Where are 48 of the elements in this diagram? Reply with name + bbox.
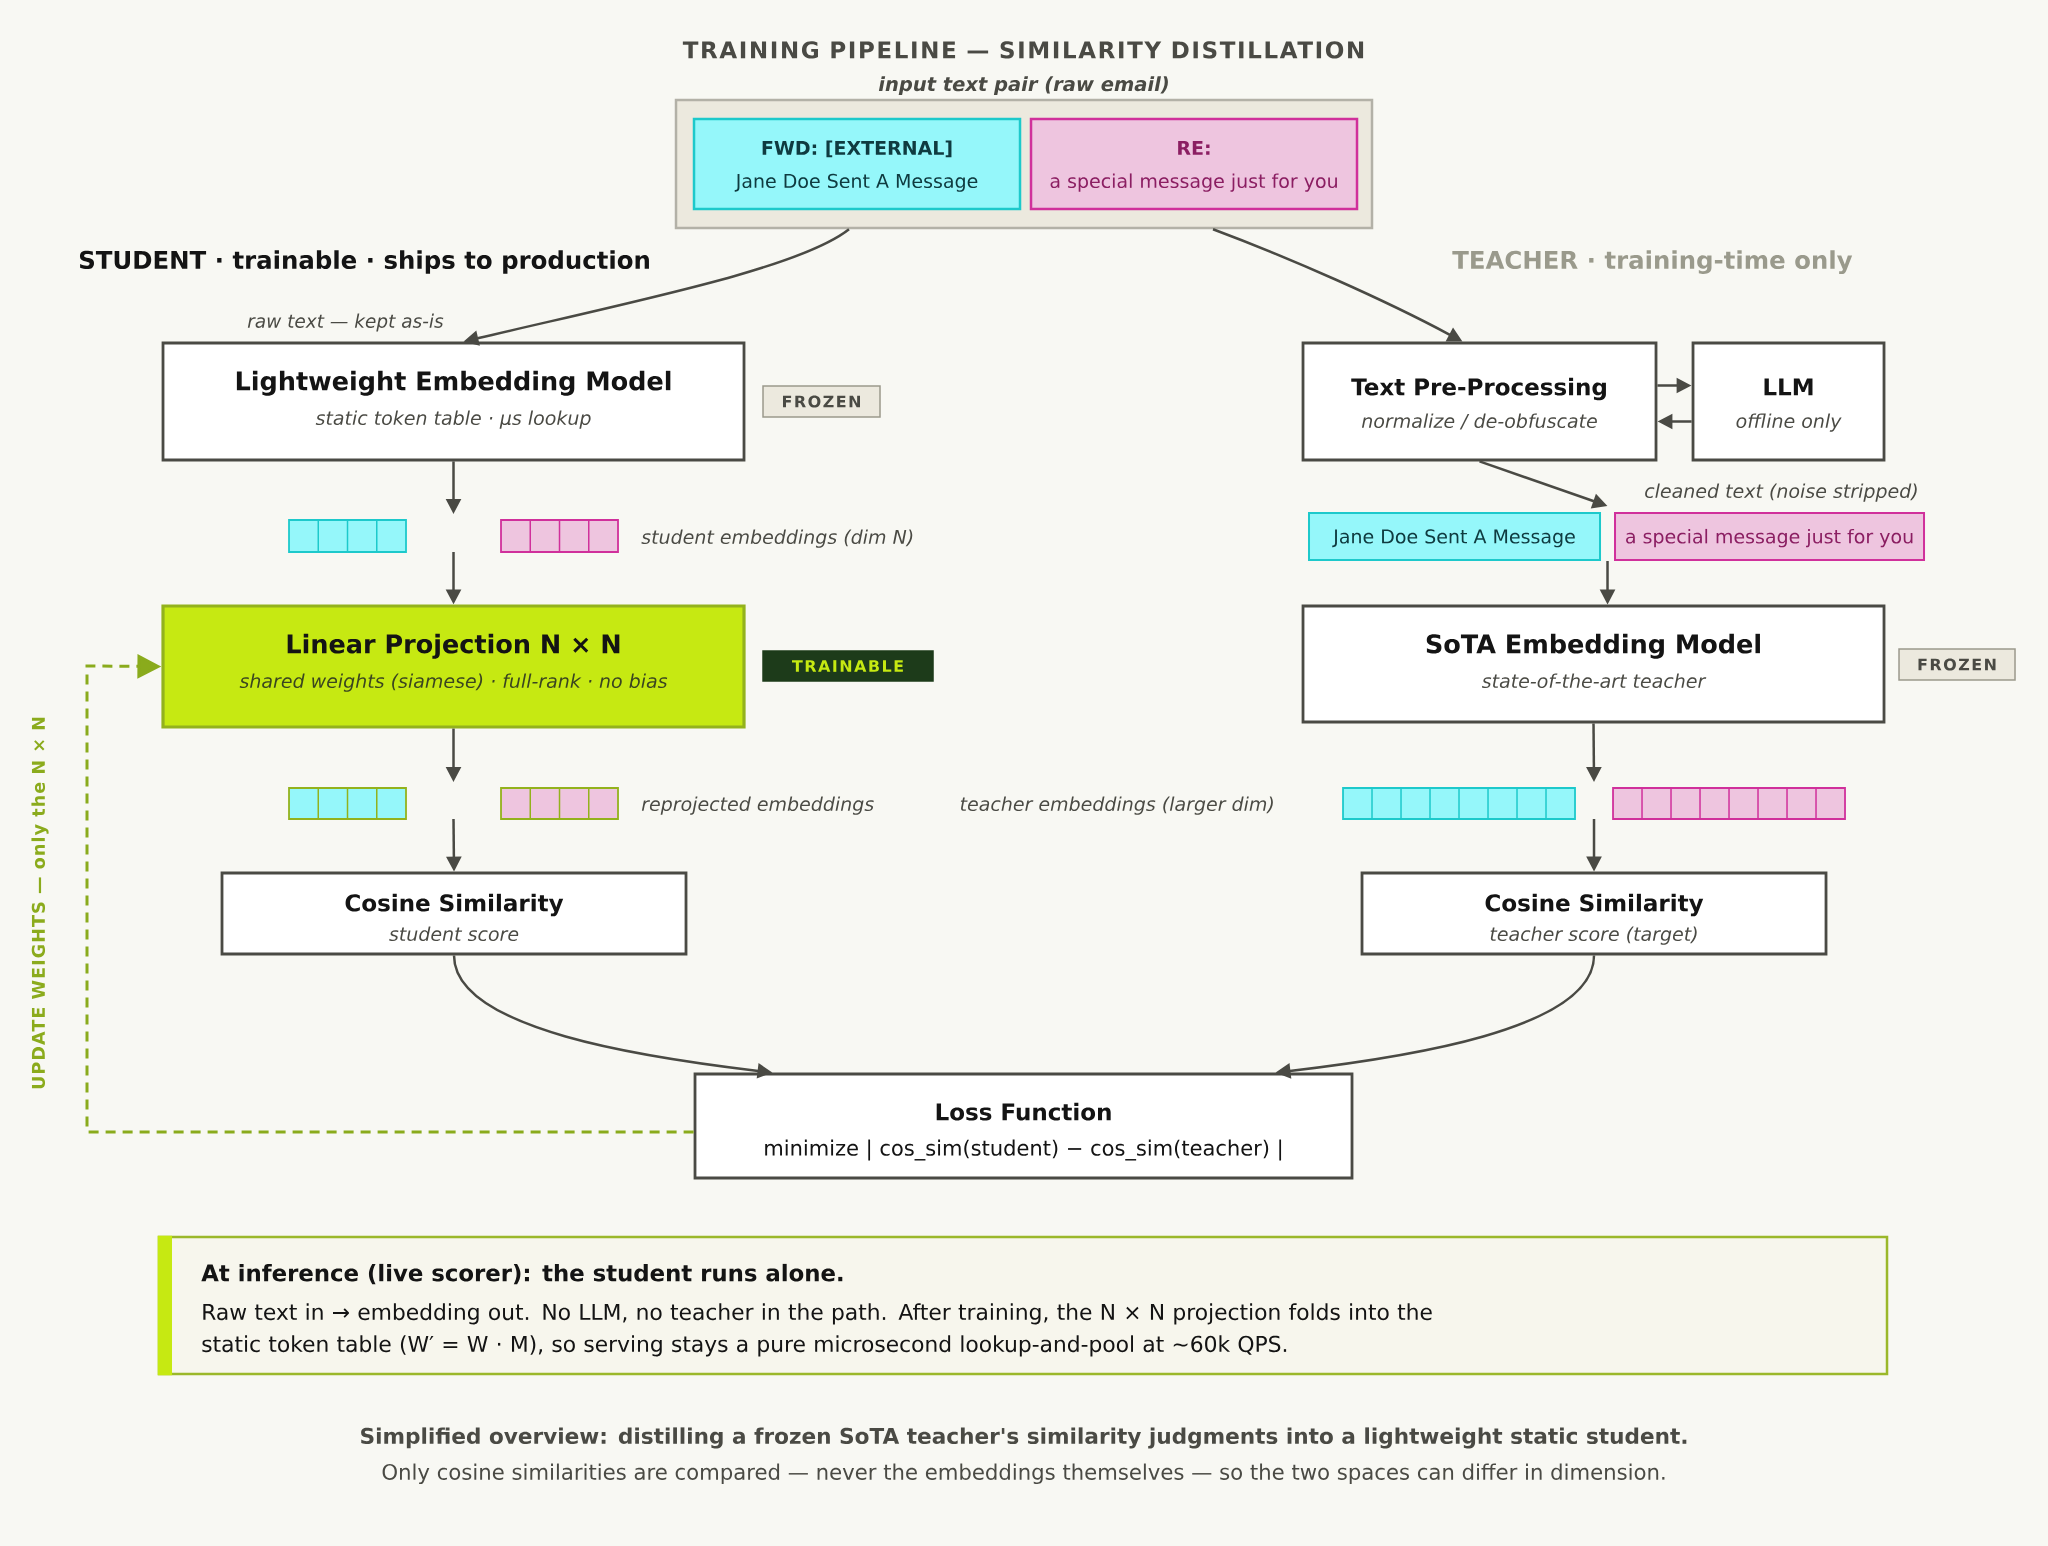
box-title: SoTA Embedding Model — [1426, 633, 1760, 659]
box-title: Linear Projection N × N — [287, 633, 620, 659]
status-badge: FROZEN — [762, 385, 881, 418]
edge-label: raw text — kept as-is — [247, 313, 444, 332]
model-box — [1301, 341, 1658, 462]
dashed-arrow — [85, 653, 694, 1134]
message-text: a special message just for you — [1050, 173, 1337, 192]
column-heading: TEACHER · training-time only — [1452, 250, 1853, 275]
box-subtitle: shared weights (siamese) · full-rank · no bias — [239, 673, 668, 692]
vector-label: student embeddings (dim N) — [641, 529, 913, 548]
message-box — [692, 117, 1022, 211]
vector-label: reprojected embeddings — [641, 796, 874, 815]
status-badge: FROZEN — [1898, 648, 2016, 681]
note-panel — [157, 1235, 1889, 1376]
note-body: Raw text in → embedding out. No LLM, no teacher in the path. After training, the N × N projection folds into the static token table (W′ = W · M), so serving stays a pure microsecond lookup-and-pool at ~60k QPS. — [202, 1303, 1432, 1357]
note-heading: At inference (live scorer): the student runs alone. — [201, 1263, 843, 1285]
box-subtitle: static token table · µs lookup — [315, 410, 591, 429]
text-box: a special message just for you — [1614, 512, 1925, 561]
box-subtitle: state-of-the-art teacher — [1481, 673, 1707, 689]
status-badge: TRAINABLE — [762, 650, 934, 682]
caption: Simplified overview: distilling a frozen SoTA teacher's similarity judgments into a lightweight static student. — [361, 1427, 1687, 1449]
box-title: Text Pre-Processing — [1351, 377, 1606, 401]
diagram-title: TRAINING PIPELINE — SIMILARITY DISTILLATION — [682, 41, 1364, 59]
loss-box — [693, 1072, 1354, 1180]
column-heading: STUDENT · trainable · ships to production — [79, 250, 649, 274]
edge-label: UPDATE WEIGHTS — only the N × N — [31, 717, 49, 1089]
message-subject: FWD: [EXTERNAL] — [762, 140, 952, 158]
box-subtitle: teacher score (target) — [1490, 926, 1697, 945]
edge-label: cleaned text (noise stripped) — [1645, 483, 1917, 502]
box-subtitle: student score — [389, 926, 519, 942]
box-title: Loss Function — [936, 1102, 1111, 1121]
box-title: LLM — [1764, 378, 1813, 396]
text-box: Jane Doe Sent A Message — [1308, 512, 1601, 561]
formula: minimize | cos_sim(student) − cos_sim(teacher) | — [765, 1139, 1282, 1161]
caption-note: Only cosine similarities are compared — never the embeddings themselves — so the two spaces can differ in dimension. — [382, 1463, 1665, 1485]
model-box — [1691, 341, 1886, 462]
box-title: Lightweight Embedding Model — [236, 370, 671, 396]
box-title: Cosine Similarity — [1485, 893, 1704, 917]
vector-label: teacher embeddings (larger dim) — [960, 796, 1273, 815]
box-subtitle: normalize / de-obfuscate — [1361, 413, 1597, 430]
message-text: Jane Doe Sent A Message — [734, 173, 978, 192]
box-subtitle: offline only — [1736, 413, 1842, 432]
message-subject: RE: — [1178, 141, 1210, 155]
box-title: Cosine Similarity — [345, 893, 564, 917]
message-box — [1029, 117, 1359, 211]
similarity-box — [1360, 871, 1828, 956]
panel-heading: input text pair (raw email) — [878, 76, 1168, 96]
similarity-box — [220, 871, 688, 956]
